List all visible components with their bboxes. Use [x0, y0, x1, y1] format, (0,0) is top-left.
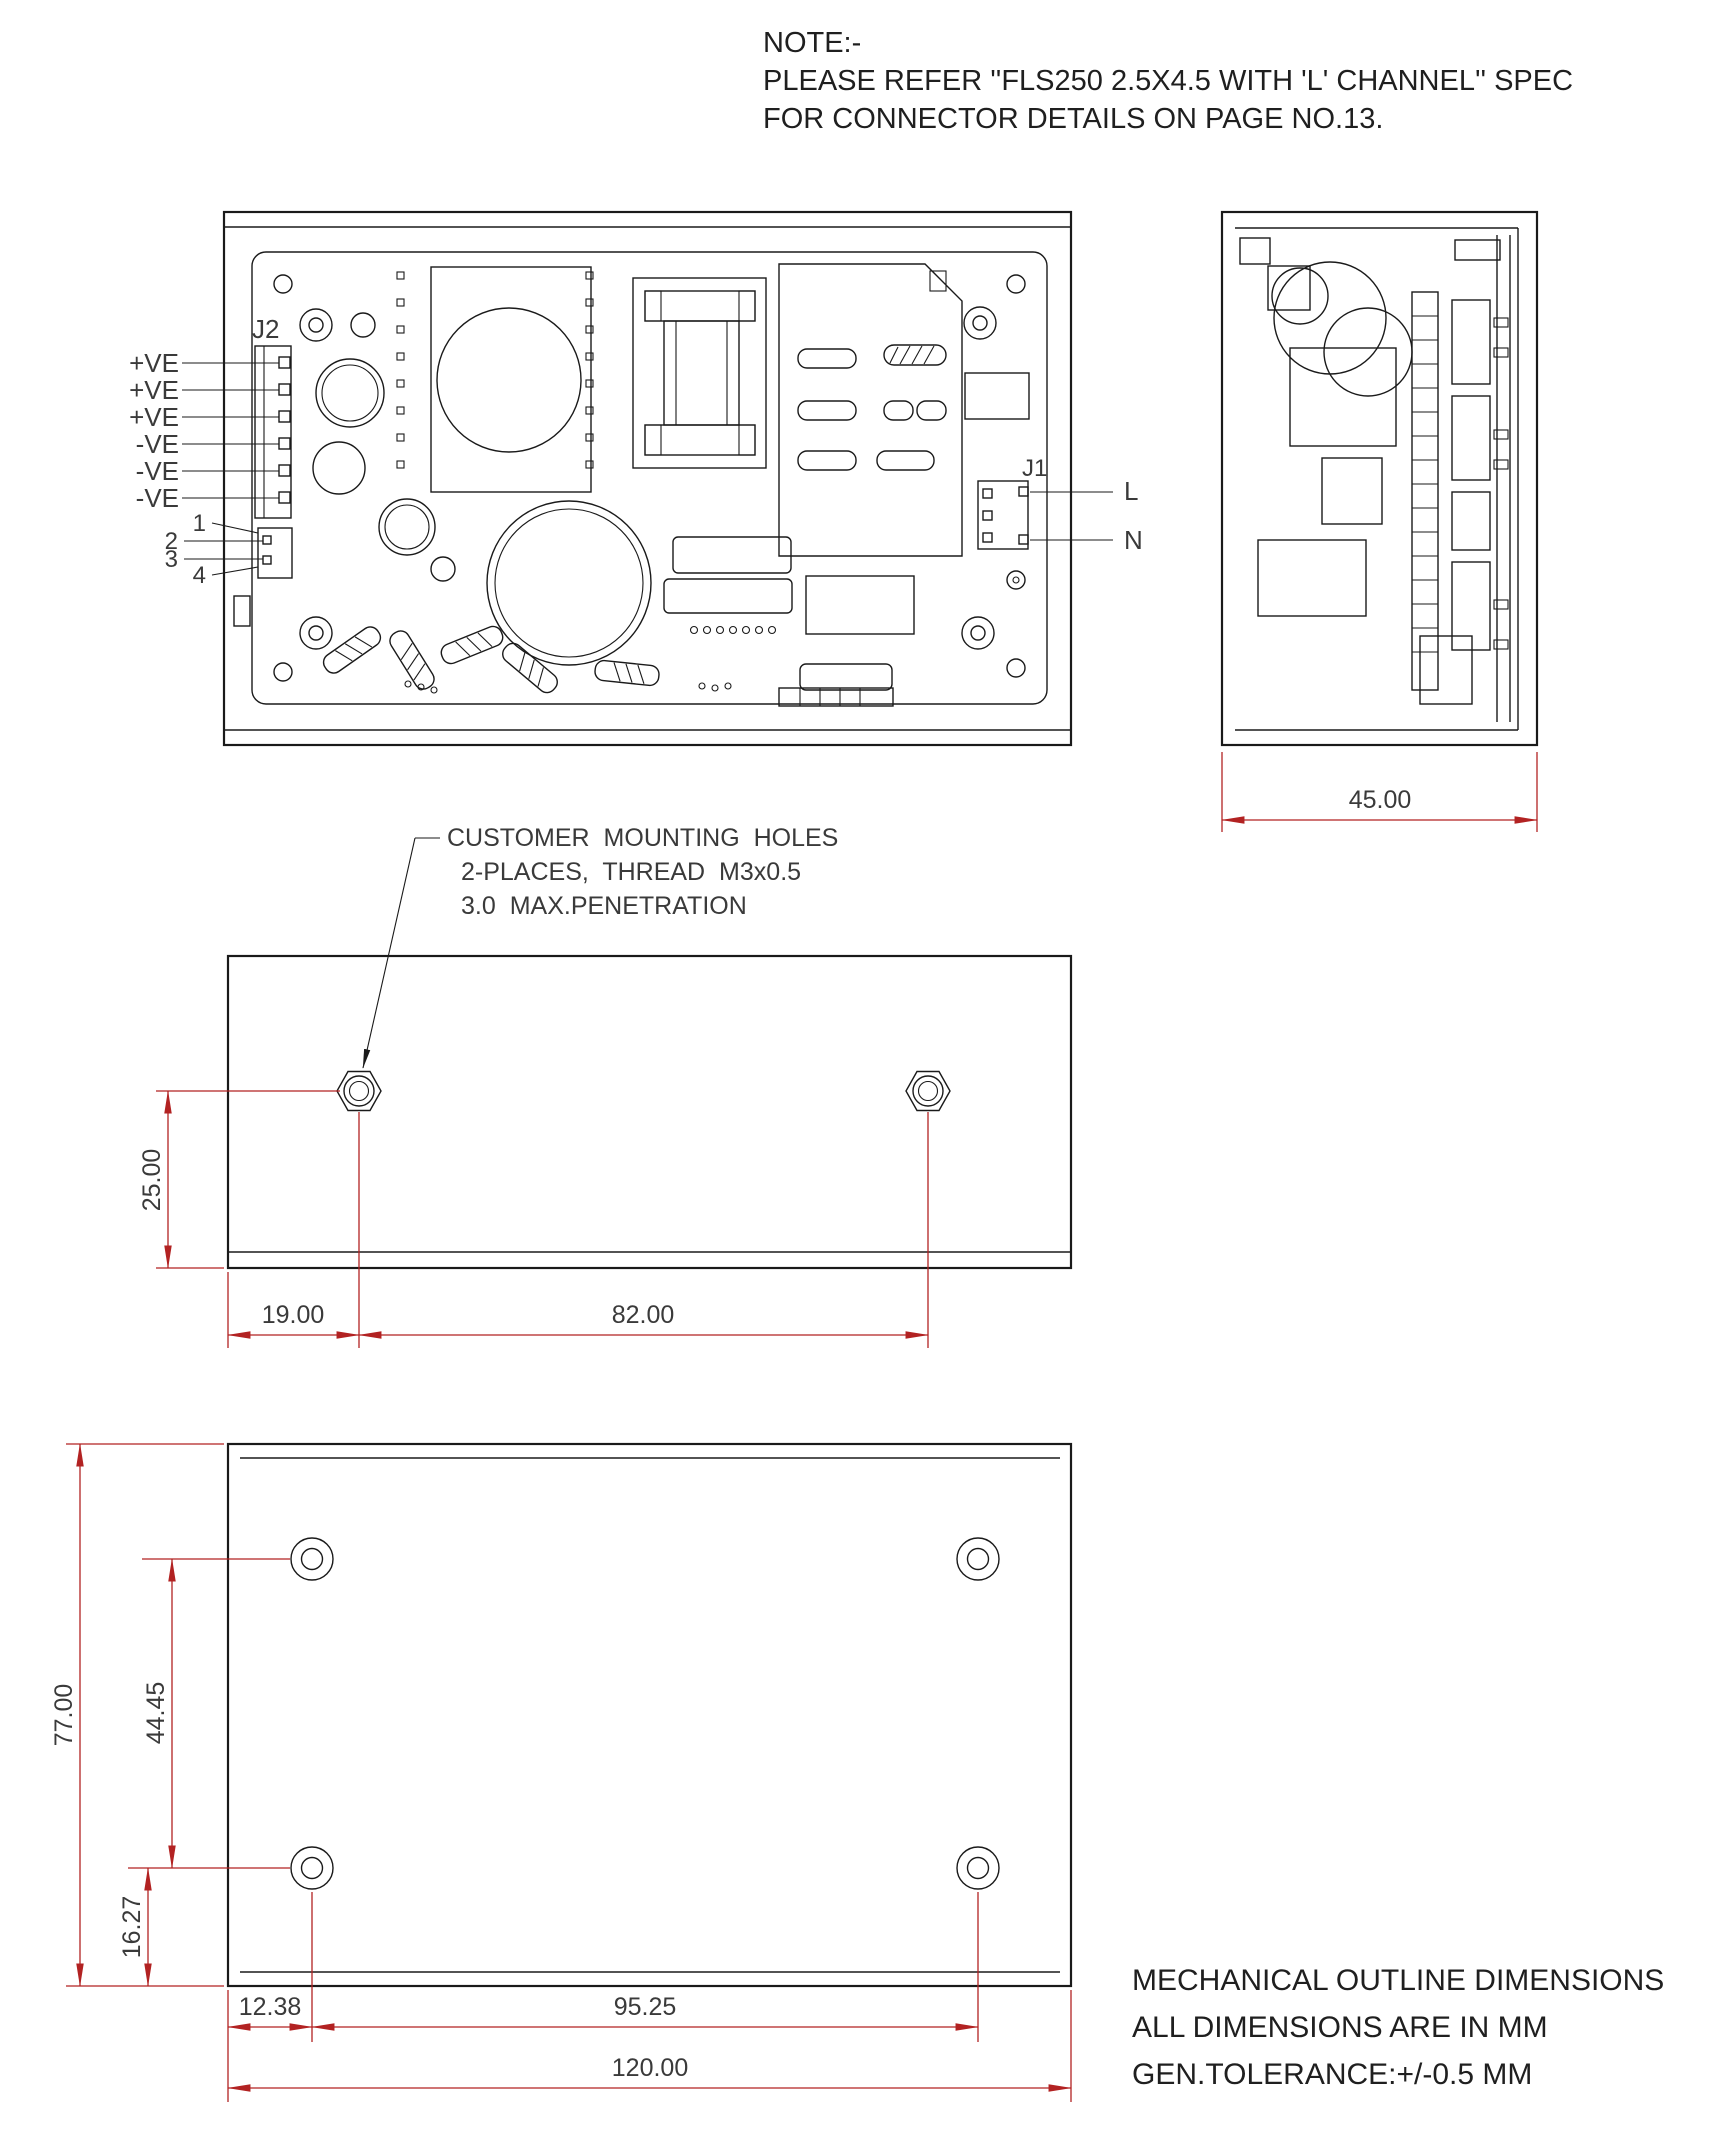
- dim-overall-width: 120.00: [227, 1990, 1072, 2102]
- footer-block: MECHANICAL OUTLINE DIMENSIONS ALL DIMENS…: [1132, 1964, 1664, 2091]
- footer-line-2: ALL DIMENSIONS ARE IN MM: [1132, 2011, 1548, 2044]
- bottom-hole-tl: [290, 1537, 334, 1581]
- pin-number-3: 3: [165, 546, 178, 573]
- bottom-components: [233, 536, 915, 707]
- j2-connector: [182, 345, 292, 519]
- bottom-hole-br: [956, 1846, 1000, 1890]
- pin-number-4: 4: [193, 562, 206, 589]
- dim-mount-left-value: 19.00: [262, 1301, 325, 1329]
- note-line-2: PLEASE REFER ''FLS250 2.5X4.5 WITH 'L' C…: [763, 65, 1573, 97]
- dim-mount-span-value: 82.00: [612, 1301, 675, 1329]
- j2-label: J2: [252, 314, 279, 344]
- callout-line-2: 2-PLACES, THREAD M3x0.5: [461, 858, 801, 886]
- pin-label-6: -VE: [136, 483, 179, 513]
- mounting-hole-left: [336, 1070, 382, 1112]
- bottom-view: 77.00 44.45 16.27 12.38 95.25 120: [50, 1442, 1073, 2102]
- side-view: 45.00: [1220, 210, 1539, 832]
- note-line-1: NOTE:-: [763, 27, 861, 59]
- main-transformer: [396, 266, 594, 493]
- mounting-hole-right: [905, 1070, 951, 1112]
- footer-line-3: GEN.TOLERANCE:+/-0.5 MM: [1132, 2058, 1532, 2091]
- pin-label-5: -VE: [136, 456, 179, 486]
- j1-label: J1: [1022, 455, 1047, 482]
- neutral-label: N: [1124, 525, 1143, 555]
- pin-label-1: +VE: [129, 348, 179, 378]
- note-block: NOTE:- PLEASE REFER ''FLS250 2.5X4.5 WIT…: [763, 27, 1573, 135]
- dim-overall-height: 77.00: [50, 1443, 224, 1987]
- dim-hole-bottom: 16.27: [118, 1867, 152, 1987]
- note-line-3: FOR CONNECTOR DETAILS ON PAGE NO.13.: [763, 103, 1383, 135]
- dim-depth-value: 45.00: [1349, 786, 1412, 814]
- dim-hole-vspan: 44.45: [128, 1558, 290, 1869]
- pin-label-2: +VE: [129, 375, 179, 405]
- power-entry: [964, 372, 1030, 590]
- pin-label-4: -VE: [136, 429, 179, 459]
- callout-line-3: 3.0 MAX.PENETRATION: [461, 892, 747, 920]
- side-components: [1239, 237, 1509, 705]
- line-label: L: [1124, 476, 1138, 506]
- aux-connector: [184, 522, 293, 579]
- callout-line-1: CUSTOMER MOUNTING HOLES: [447, 824, 838, 852]
- inductors: [322, 625, 660, 694]
- dim-hole-left-value: 12.38: [239, 1993, 302, 2021]
- j1-connector: [977, 480, 1113, 550]
- dim-depth: 45.00: [1221, 752, 1538, 832]
- footer-line-1: MECHANICAL OUTLINE DIMENSIONS: [1132, 1964, 1664, 1997]
- pin-number-2: 2: [165, 528, 178, 555]
- pin-label-3: +VE: [129, 402, 179, 432]
- dim-overall-height-value: 77.00: [50, 1684, 78, 1747]
- dim-mount-height-value: 25.00: [138, 1149, 166, 1212]
- heatsink-block: [778, 263, 963, 557]
- mounting-side-view: CUSTOMER MOUNTING HOLES 2-PLACES, THREAD…: [138, 824, 1073, 1348]
- dim-hole-horizontal: 12.38 95.25: [227, 1892, 979, 2102]
- standoffs: [299, 306, 997, 650]
- capacitors: [312, 312, 652, 666]
- top-view: J2 +VE +VE +VE -VE -VE -VE 1 2 3 4 J1 L …: [129, 210, 1143, 747]
- dim-mount-horizontal: 19.00 82.00: [227, 1112, 929, 1348]
- dim-hole-vspan-value: 44.45: [142, 1682, 170, 1745]
- dim-hole-bottom-value: 16.27: [118, 1896, 146, 1959]
- core-block: [632, 277, 767, 469]
- dim-overall-width-value: 120.00: [612, 2054, 688, 2082]
- mounting-callout: CUSTOMER MOUNTING HOLES 2-PLACES, THREAD…: [362, 824, 838, 1069]
- pin-number-1: 1: [193, 510, 206, 537]
- bottom-hole-bl: [290, 1846, 334, 1890]
- dim-hole-hspan-value: 95.25: [614, 1993, 677, 2021]
- bottom-hole-tr: [956, 1537, 1000, 1581]
- dim-mount-height: 25.00: [138, 1090, 340, 1269]
